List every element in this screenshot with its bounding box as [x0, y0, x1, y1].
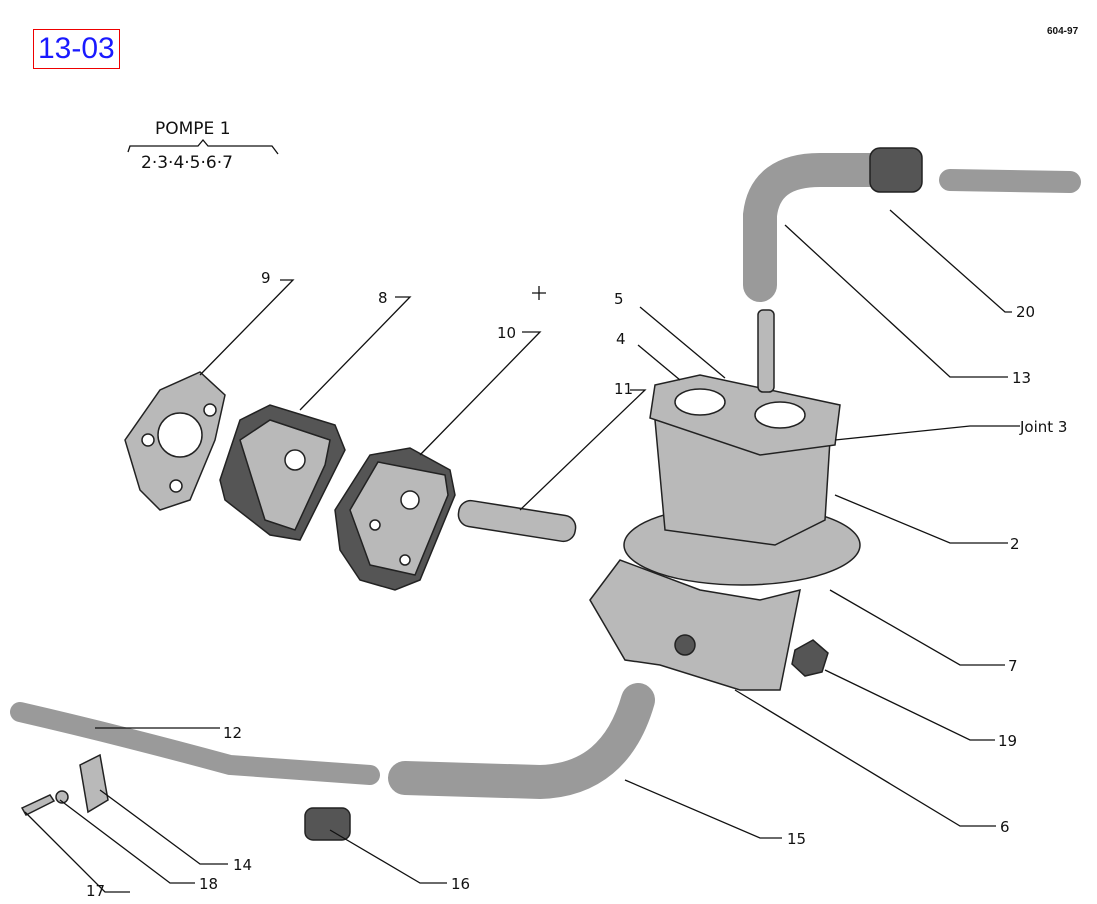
document-code: 604-97 — [1047, 26, 1079, 37]
part-15-hose — [388, 683, 655, 800]
registration-mark — [532, 286, 546, 300]
title-brace — [127, 138, 279, 155]
callout-11: 11 — [614, 380, 633, 398]
callout-15: 15 — [787, 830, 806, 848]
fuel-line-upper — [939, 169, 1081, 193]
callout-12: 12 — [223, 724, 242, 742]
part-9-gasket — [124, 371, 226, 511]
callout-4: 4 — [616, 330, 626, 348]
callout-19: 19 — [998, 732, 1017, 750]
callout-17: 17 — [86, 882, 105, 900]
part-17-screw — [20, 794, 56, 816]
callout-6: 6 — [1000, 818, 1010, 836]
fuel-pump-assembly — [589, 309, 861, 691]
callout-9: 9 — [261, 269, 271, 287]
title-parts: 2·3·4·5·6·7 — [141, 153, 233, 173]
part-12-fuel-pipe — [10, 702, 380, 785]
page-reference: 13-03 — [38, 32, 115, 65]
callout-10: 10 — [497, 324, 516, 342]
leader-lines — [24, 209, 1020, 893]
page-reference-badge: 13-03 — [33, 29, 120, 69]
callout-13: 13 — [1012, 369, 1031, 387]
callout-18: 18 — [199, 875, 218, 893]
callout-2: 2 — [1010, 535, 1020, 553]
part-8-spacer — [219, 404, 346, 541]
part-10-insulator — [334, 447, 456, 591]
part-13-elbow-hose — [743, 147, 923, 302]
callout-16: 16 — [451, 875, 470, 893]
title-heading: POMPE 1 — [155, 119, 231, 139]
callout-8: 8 — [378, 289, 388, 307]
part-16-sleeve — [304, 807, 351, 841]
part-18-washer — [55, 790, 69, 804]
callout-5: 5 — [614, 290, 624, 308]
callout-20: 20 — [1016, 303, 1035, 321]
callout-7: 7 — [1008, 657, 1018, 675]
part-14-clip — [79, 753, 109, 814]
part-11-pushrod — [457, 499, 577, 543]
part-19-nut — [791, 639, 829, 677]
callout-14: 14 — [233, 856, 252, 874]
callout-joint-3: Joint 3 — [1019, 418, 1067, 436]
